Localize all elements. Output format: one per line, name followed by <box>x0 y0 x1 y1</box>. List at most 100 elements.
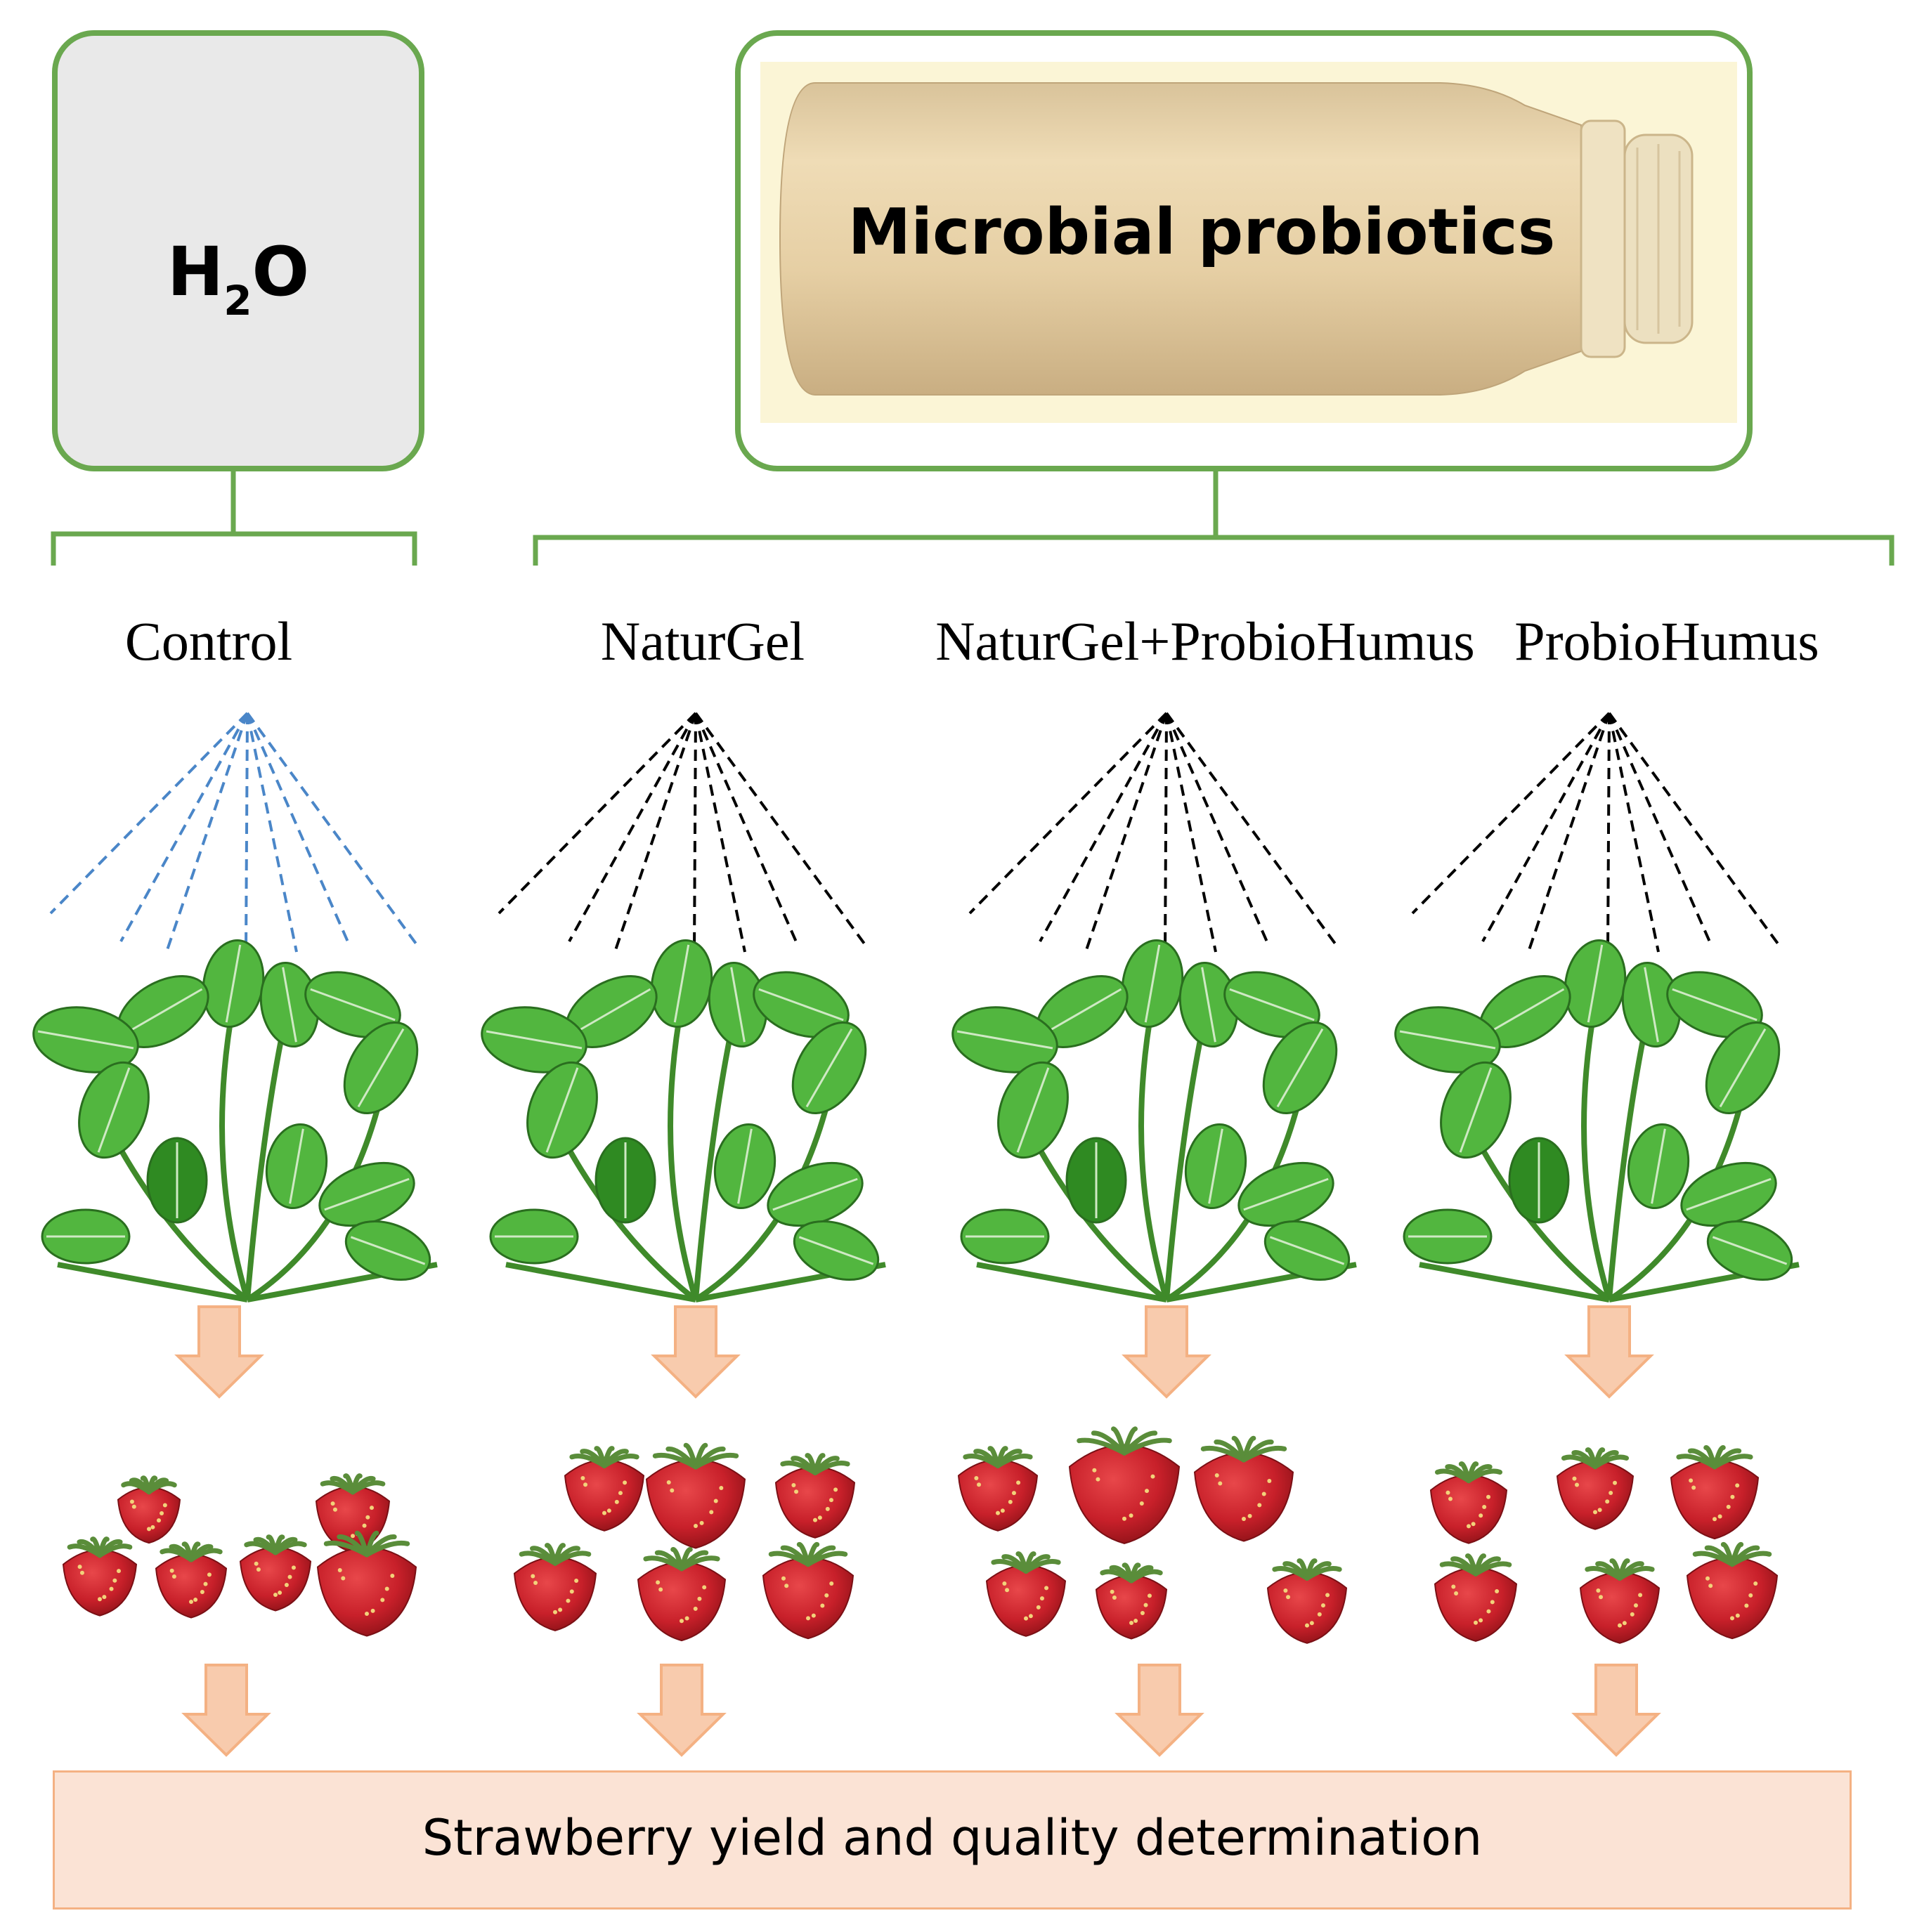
leaf <box>1680 1161 1777 1227</box>
strawberry-seed <box>829 1581 834 1586</box>
strawberry-seed <box>1261 1492 1266 1496</box>
strawberry-seed <box>1495 1589 1500 1594</box>
strawberry-seed <box>1691 1485 1696 1490</box>
leaf <box>32 1006 139 1073</box>
strawberry <box>1193 1435 1294 1542</box>
strawberry-seed <box>1486 1609 1491 1614</box>
spray-line <box>694 712 869 950</box>
down-arrow-berries <box>637 1664 727 1757</box>
strawberry-seed <box>369 1506 374 1510</box>
strawberry-seed <box>1748 1593 1753 1598</box>
leaf <box>304 971 401 1038</box>
probiotics-label: Microbial probiotics <box>847 195 1556 269</box>
leaf-vein <box>1459 1067 1493 1153</box>
strawberry-seed <box>1096 1477 1100 1482</box>
strawberry-plant-icon <box>481 939 886 1303</box>
strawberry-seed <box>825 1506 830 1511</box>
strawberry-seed <box>574 1579 579 1584</box>
strawberry-seed <box>569 1589 574 1594</box>
result-box: Strawberry yield and quality determinati… <box>53 1770 1852 1910</box>
leaf <box>146 1137 208 1224</box>
treatment-column-naturgel-probiohumus <box>951 712 1357 1757</box>
strawberry-seed <box>162 1503 167 1508</box>
strawberry-seed <box>1726 1504 1731 1509</box>
strawberry-seed <box>1305 1623 1309 1628</box>
leaf-vein <box>1042 988 1122 1036</box>
spray-lines <box>1411 712 1783 953</box>
strawberry-sepal <box>552 1551 592 1566</box>
leaf <box>1403 1208 1493 1265</box>
strawberry-fruits <box>1429 1445 1779 1644</box>
leaf-vein <box>324 1177 410 1211</box>
strawberry-seed <box>1283 1588 1288 1593</box>
plant-stem <box>1164 1032 1204 1300</box>
leaf-vein <box>571 988 651 1036</box>
water-o: O <box>252 233 310 311</box>
spray-line <box>246 712 351 946</box>
bottle-image <box>760 62 1737 423</box>
strawberry-seed <box>1479 1618 1483 1623</box>
strawberry-seed <box>1092 1468 1097 1473</box>
strawberry-seed <box>278 1591 282 1595</box>
strawberry-seed <box>1317 1612 1322 1617</box>
strawberry-seed <box>1218 1481 1223 1486</box>
leaf-vein <box>282 967 297 1043</box>
strawberry <box>239 1534 312 1612</box>
strawberry-body <box>762 1557 854 1640</box>
strawberry-seed <box>1028 1614 1033 1619</box>
strawberry-plant-icon <box>951 939 1357 1303</box>
strawberry-seed <box>794 1489 799 1494</box>
treatment-column-naturgel <box>481 712 886 1757</box>
strawberry-seed <box>670 1488 675 1493</box>
leaf <box>1479 975 1571 1048</box>
plant-stem <box>1419 1262 1610 1303</box>
plant-stem <box>1138 1004 1169 1301</box>
leaf-vein <box>1485 988 1565 1036</box>
spray-line <box>694 712 746 953</box>
strawberry-seed <box>287 1574 292 1579</box>
strawberry-seed <box>1605 1499 1610 1504</box>
leaf-vein <box>1276 1028 1324 1108</box>
down-arrow-plant <box>174 1305 264 1399</box>
water-box: H2O <box>52 30 424 471</box>
strawberry-seed <box>1133 1619 1138 1624</box>
strawberry-body <box>564 1459 645 1532</box>
strawberry-seed <box>658 1587 663 1592</box>
plant-stem <box>668 1004 698 1301</box>
spray-line <box>568 712 697 942</box>
down-arrow-plant <box>1564 1305 1654 1399</box>
strawberry-seed <box>1753 1581 1758 1586</box>
strawberry-body <box>774 1466 856 1539</box>
strawberry-seed <box>380 1598 385 1603</box>
leaf-vein <box>1587 944 1604 1023</box>
down-arrow-berries <box>1571 1664 1661 1757</box>
leaf-vein <box>37 1030 134 1050</box>
strawberry <box>155 1541 228 1619</box>
connector-control <box>51 471 417 566</box>
strawberry-seed <box>160 1511 164 1516</box>
strawberry-body <box>1670 1459 1760 1540</box>
leaf <box>713 1123 776 1210</box>
strawberry-seed <box>131 1504 136 1509</box>
spray-line <box>498 712 697 915</box>
strawberry-body <box>316 1546 417 1637</box>
plant-stem <box>693 1032 734 1300</box>
strawberry <box>645 1442 746 1549</box>
strawberry-seed <box>656 1580 661 1585</box>
spray-line <box>1039 712 1168 942</box>
strawberry-seed <box>1002 1581 1007 1586</box>
spray-line <box>1606 712 1611 953</box>
strawberry-sepal <box>1023 1558 1061 1574</box>
strawberry-seed <box>193 1598 198 1603</box>
strawberry-seed <box>996 1510 1000 1515</box>
strawberry-seed <box>200 1590 204 1595</box>
leaf-vein <box>758 988 844 1022</box>
water-label: H2O <box>58 233 419 325</box>
strawberry-seed <box>1139 1501 1144 1506</box>
strawberry-seed <box>332 1507 337 1512</box>
leaf <box>78 1061 150 1159</box>
strawberry <box>1434 1553 1518 1642</box>
leaf <box>1666 971 1763 1038</box>
strawberry-seed <box>1467 1524 1471 1529</box>
